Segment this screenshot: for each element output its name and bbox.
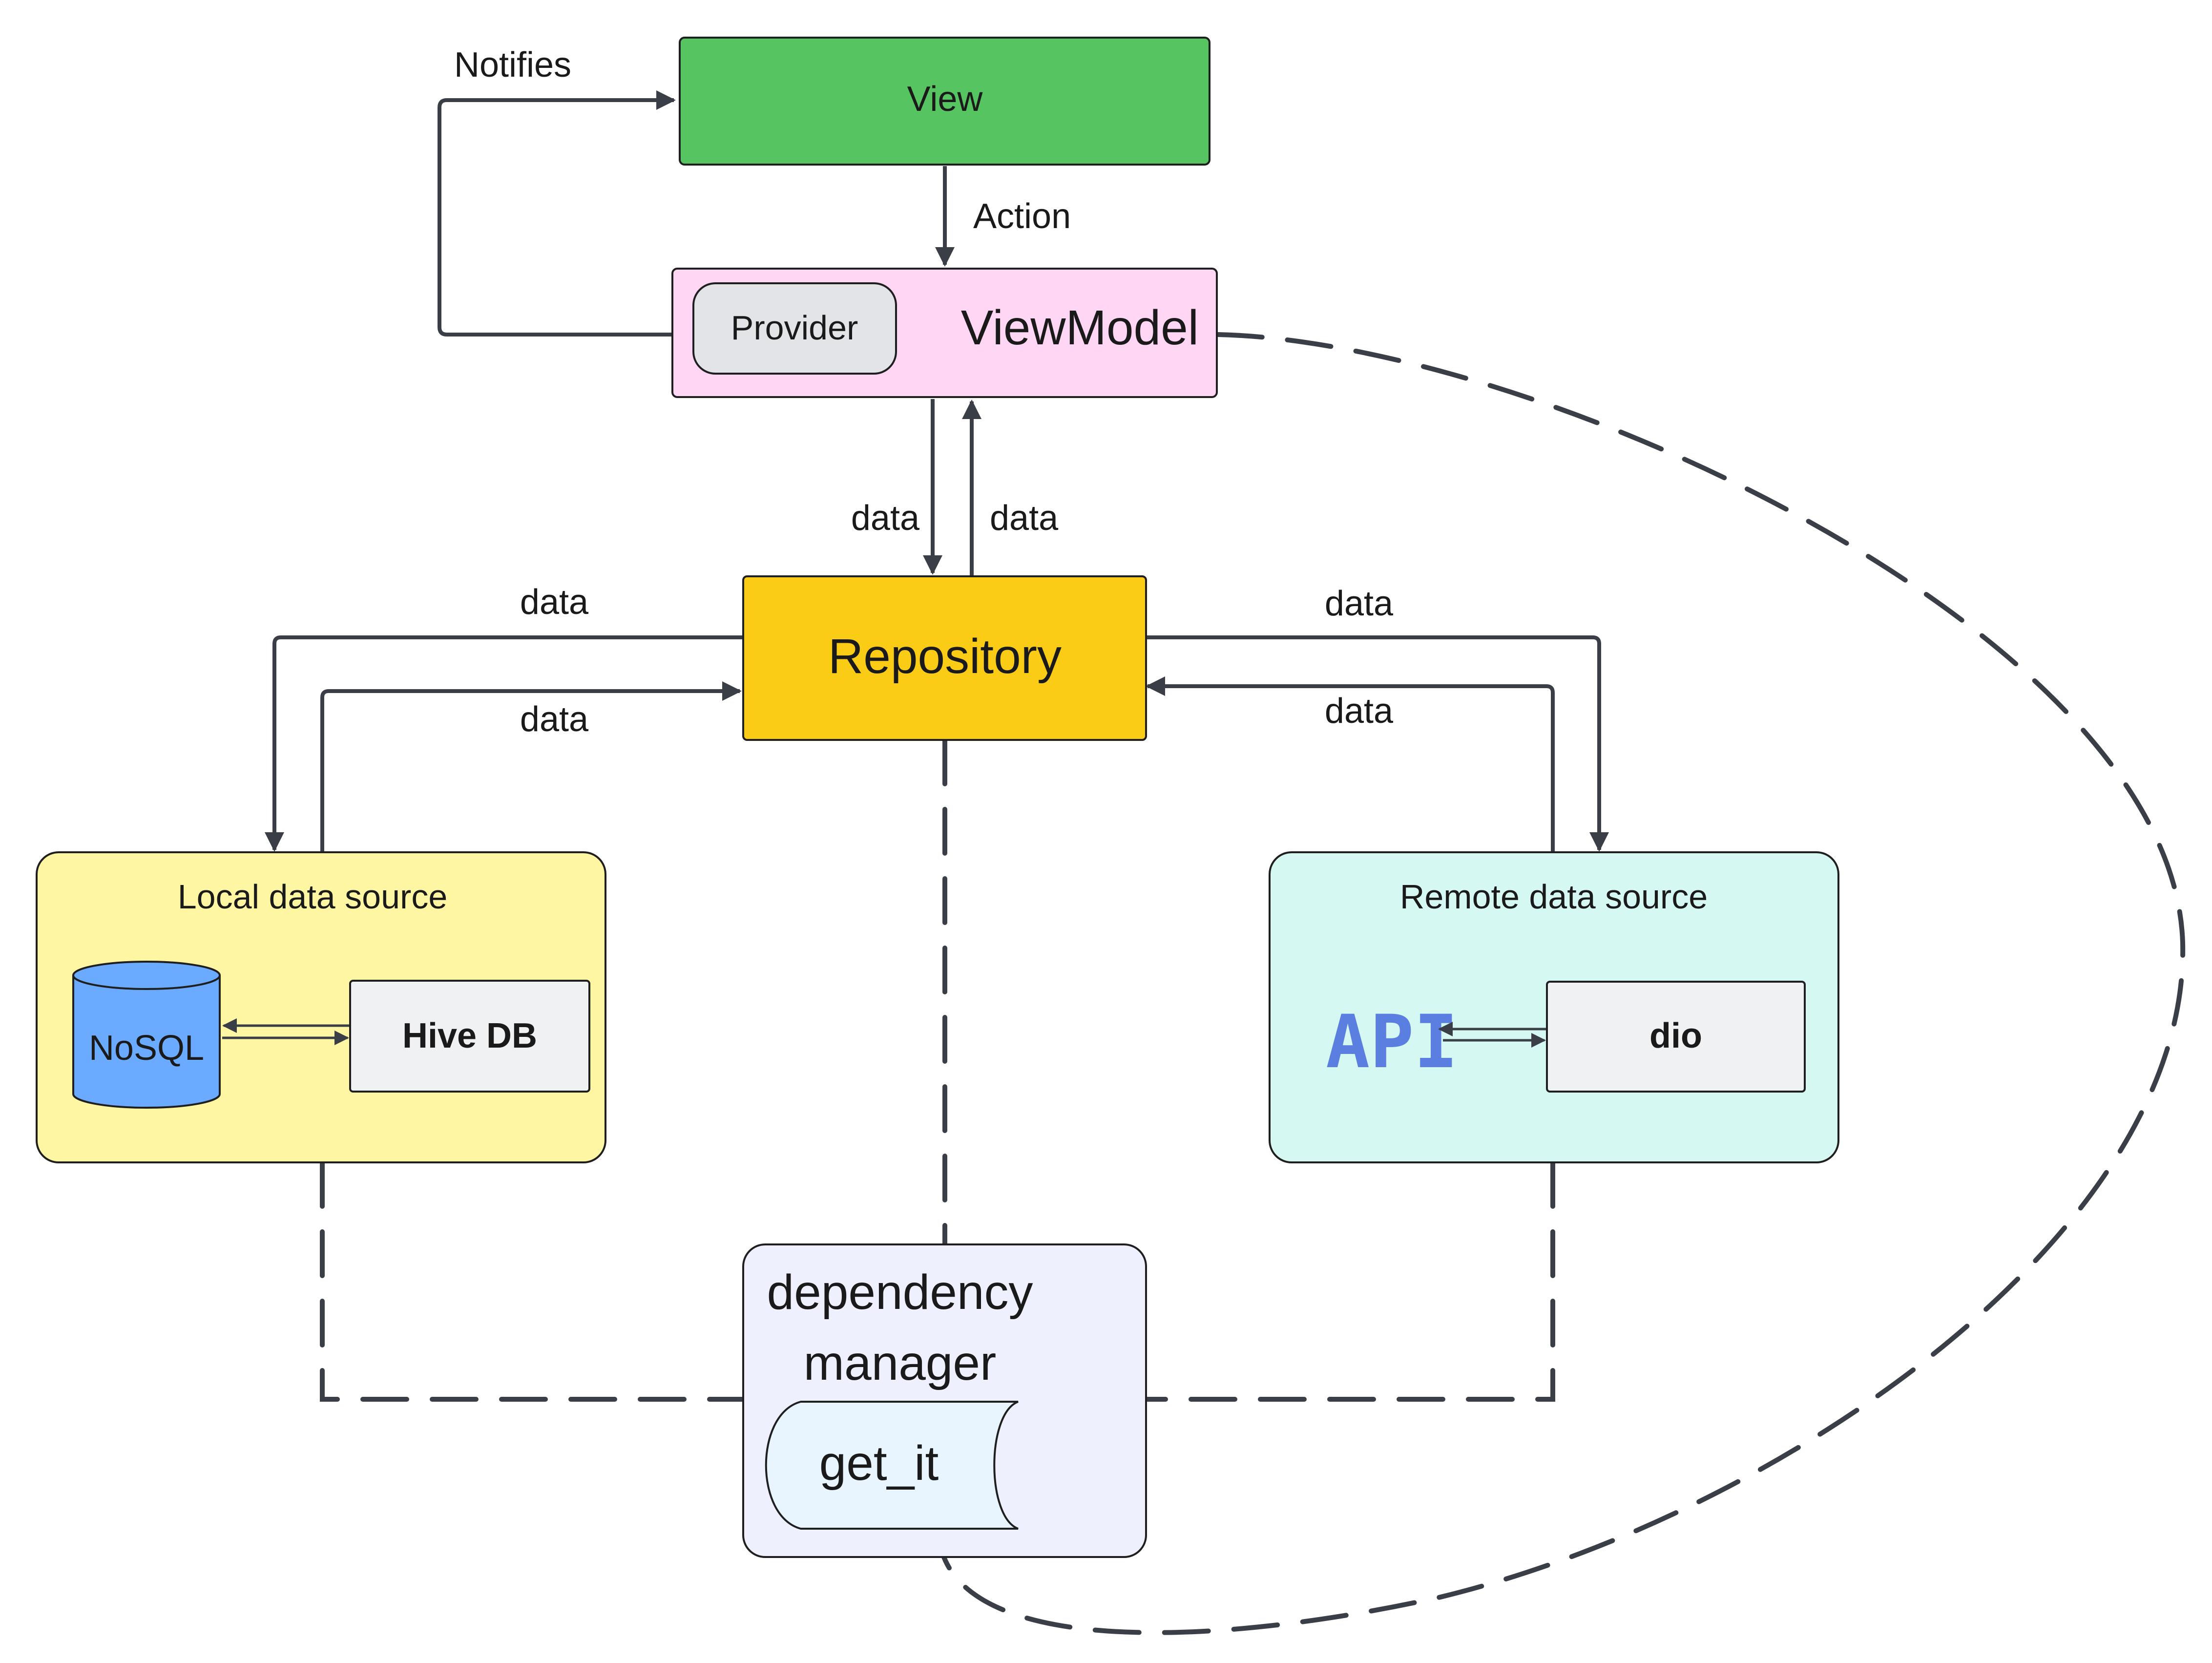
repo-to-vm-label: data bbox=[990, 499, 1059, 538]
api-icon: API bbox=[1326, 1000, 1458, 1085]
provider-node: Provider bbox=[692, 282, 897, 375]
dependency-link-remote bbox=[1143, 1160, 1555, 1402]
arrow-repo-to-local bbox=[265, 635, 742, 852]
vm-to-repo-label: data bbox=[851, 499, 920, 538]
get-it-label: get_it bbox=[819, 1436, 939, 1491]
dependency-link-viewmodel bbox=[940, 332, 2186, 1635]
dependency-link-local bbox=[320, 1160, 745, 1402]
arrow-remote-to-repo bbox=[1146, 676, 1555, 852]
arrow-local-to-repo bbox=[320, 681, 742, 852]
repo-to-local-label: data bbox=[520, 583, 589, 622]
view-node: View bbox=[679, 37, 1210, 166]
dio-label: dio bbox=[1649, 1016, 1702, 1055]
remote-data-source: Remote data source API dio bbox=[1269, 851, 1839, 1163]
viewmodel-label: ViewModel bbox=[961, 300, 1199, 355]
remote-data-source-title: Remote data source bbox=[1400, 878, 1708, 916]
view-label: View bbox=[907, 80, 983, 119]
dependency-manager-label-line2: manager bbox=[804, 1336, 997, 1390]
provider-label: Provider bbox=[731, 309, 858, 347]
hive-db-label: Hive DB bbox=[402, 1016, 537, 1055]
arrow-repo-to-remote bbox=[1145, 635, 1609, 852]
remote-to-repo-label: data bbox=[1325, 692, 1394, 731]
local-data-source-title: Local data source bbox=[178, 878, 448, 916]
repo-to-remote-label: data bbox=[1325, 584, 1394, 623]
repository-label: Repository bbox=[828, 629, 1062, 684]
arrow-notifies bbox=[438, 90, 676, 337]
hive-db-node: Hive DB bbox=[349, 980, 590, 1093]
get-it-node: get_it bbox=[765, 1401, 1019, 1530]
action-label: Action bbox=[973, 197, 1071, 236]
nosql-label: NoSQL bbox=[89, 1029, 204, 1068]
repository-node: Repository bbox=[742, 575, 1147, 741]
notifies-label: Notifies bbox=[454, 45, 571, 84]
dependency-manager-node: dependency manager get_it bbox=[742, 1243, 1147, 1558]
dependency-manager-label-line1: dependency bbox=[767, 1265, 1033, 1320]
viewmodel-node: Provider ViewModel bbox=[671, 268, 1218, 398]
local-data-source: Local data source NoSQL Hive DB bbox=[36, 851, 606, 1163]
dio-node: dio bbox=[1546, 981, 1806, 1093]
nosql-database-icon: NoSQL bbox=[72, 961, 221, 1109]
local-to-repo-label: data bbox=[520, 700, 589, 739]
